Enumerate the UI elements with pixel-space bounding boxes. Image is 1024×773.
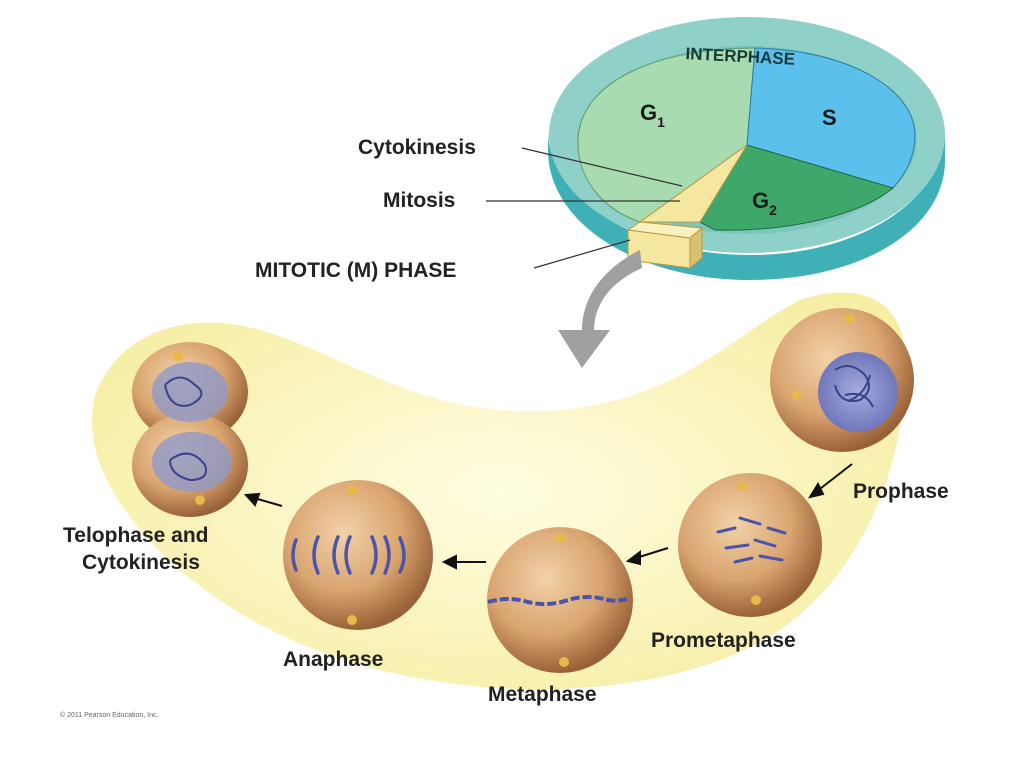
prometaphase-label: Prometaphase	[651, 629, 796, 652]
telophase-label-line1: Telophase and	[63, 524, 209, 547]
g2-label: G2	[752, 188, 777, 218]
g1-segment	[577, 47, 756, 223]
mitotic-phase-label: MITOTIC (M) PHASE	[255, 259, 457, 282]
m-phase-wedge	[638, 144, 748, 223]
g1-label: G1	[640, 100, 665, 130]
metaphase-cell	[487, 527, 633, 673]
arrow-prometaphase-to-metaphase	[635, 547, 669, 559]
prophase-label: Prophase	[853, 480, 949, 503]
anaphase-cell	[283, 480, 433, 630]
mitotic-phase-leader	[533, 239, 631, 269]
copyright-notice: © 2011 Pearson Education, Inc.	[60, 712, 159, 719]
telophase-label-line2: Cytokinesis	[82, 551, 200, 574]
cell-cycle-wheel: INTERPHASE G1 S G2	[548, 17, 945, 280]
arrow-prophase-to-prometaphase	[815, 463, 853, 493]
anaphase-label: Anaphase	[283, 648, 384, 671]
g2-segment	[699, 144, 895, 231]
cytokinesis-label: Cytokinesis	[358, 136, 476, 159]
metaphase-label: Metaphase	[488, 683, 597, 706]
stage-arrows	[243, 463, 853, 570]
prometaphase-cell	[678, 473, 822, 617]
prophase-cell	[770, 308, 914, 452]
arrow-anaphase-to-telophase	[253, 497, 283, 507]
cytokinesis-leader	[521, 147, 683, 187]
s-label: S	[822, 105, 837, 130]
s-segment	[746, 47, 916, 189]
transition-arrow	[558, 250, 642, 368]
mitosis-label: Mitosis	[383, 189, 456, 212]
telophase-cell	[132, 342, 248, 517]
